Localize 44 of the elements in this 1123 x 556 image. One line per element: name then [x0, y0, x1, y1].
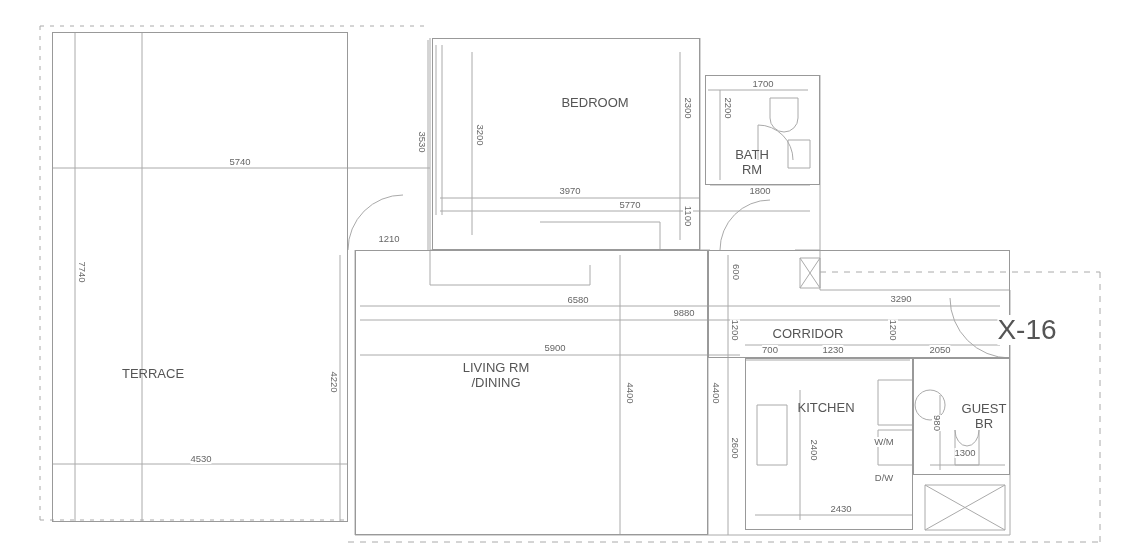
dimension-label: W/M: [874, 437, 894, 447]
dimension-label: 6580: [567, 295, 589, 305]
dimension-label: 1700: [752, 79, 774, 89]
dimension-label: 7740: [77, 261, 87, 283]
dimension-label: 2430: [830, 504, 852, 514]
room-area: [913, 358, 1010, 475]
dimension-label: 2050: [929, 345, 951, 355]
dimension-label: 5740: [229, 157, 251, 167]
dimension-label: 980: [932, 415, 942, 431]
room-name: KITCHEN: [797, 399, 855, 415]
dimension-label: 3970: [559, 186, 581, 196]
room-name: LIVING RM /DINING: [461, 360, 531, 390]
dimension-label: 2200: [723, 97, 733, 119]
room-area: [355, 250, 708, 535]
dimension-label: 5770: [619, 200, 641, 210]
dimension-label: 5900: [544, 343, 566, 353]
unit-number: X-16: [997, 315, 1057, 345]
room-name: CORRIDOR: [772, 325, 844, 341]
dimension-label: 4400: [711, 382, 721, 404]
dimension-label: 4400: [625, 382, 635, 404]
room-area: [52, 32, 348, 522]
dimension-label: 2300: [683, 97, 693, 119]
dimension-label: 4220: [329, 371, 339, 393]
dimension-label: 1100: [683, 205, 693, 227]
dimension-label: 2600: [730, 437, 740, 459]
dimension-label: 4530: [190, 454, 212, 464]
room-name: GUEST BR: [960, 401, 1008, 431]
dimension-label: 3290: [890, 294, 912, 304]
dimension-label: D/W: [874, 473, 894, 483]
room-area: [432, 38, 700, 250]
room-area: [705, 75, 820, 185]
room-name: TERRACE: [121, 365, 185, 381]
dimension-label: 1300: [954, 448, 976, 458]
dimension-label: 600: [731, 264, 741, 280]
room-name: BATH RM: [734, 147, 770, 177]
dimension-label: 700: [762, 345, 778, 355]
dimension-label: 1200: [730, 319, 740, 341]
dimension-label: 1200: [888, 319, 898, 341]
dimension-label: 3200: [475, 124, 485, 146]
dimension-label: 2400: [809, 439, 819, 461]
dimension-label: 9880: [673, 308, 695, 318]
room-name: BEDROOM: [561, 94, 629, 110]
room-area: [745, 358, 913, 530]
dimension-label: 1230: [822, 345, 844, 355]
